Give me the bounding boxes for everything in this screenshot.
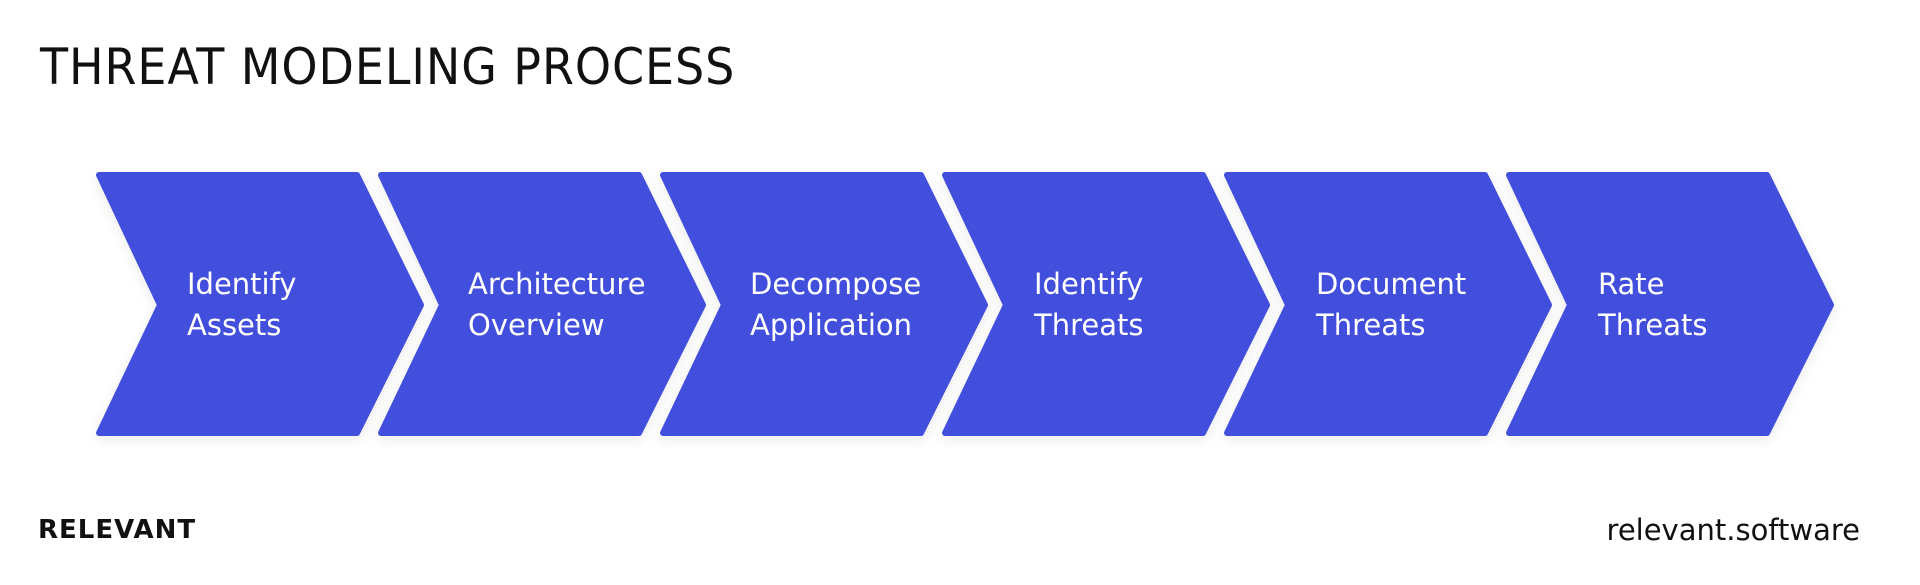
- step-5-line2: Threats: [1316, 308, 1426, 342]
- step-5-line1: Document: [1316, 267, 1467, 301]
- step-1-line1: Identify: [187, 267, 297, 301]
- step-4-line2: Threats: [1034, 308, 1144, 342]
- chevron-step-3: [660, 172, 988, 436]
- chevron-step-2: [378, 172, 706, 436]
- chevron-step-4: [942, 172, 1270, 436]
- step-1-line2: Assets: [187, 308, 282, 342]
- step-4-label: Identify Threats: [1034, 264, 1143, 346]
- step-3-label: Decompose Application: [750, 264, 921, 346]
- chevron-step-6: [1506, 172, 1834, 436]
- step-6-label: Rate Threats: [1598, 264, 1707, 346]
- website-link: relevant.software: [1606, 513, 1860, 547]
- step-5-label: Document Threats: [1316, 264, 1466, 346]
- step-3-line1: Decompose: [750, 267, 922, 301]
- brand-logo: RELEVANT: [38, 515, 197, 545]
- step-1-label: Identify Assets: [187, 264, 296, 346]
- step-2-label: Architecture Overview: [468, 264, 646, 346]
- step-3-line2: Application: [750, 308, 913, 342]
- chevron-step-1: [96, 172, 424, 436]
- chevron-step-5: [1224, 172, 1552, 436]
- step-6-line2: Threats: [1598, 308, 1708, 342]
- page-title: THREAT MODELING PROCESS: [40, 38, 736, 96]
- step-4-line1: Identify: [1034, 267, 1144, 301]
- step-2-line2: Overview: [468, 308, 605, 342]
- step-2-line1: Architecture: [468, 267, 646, 301]
- step-6-line1: Rate: [1598, 267, 1665, 301]
